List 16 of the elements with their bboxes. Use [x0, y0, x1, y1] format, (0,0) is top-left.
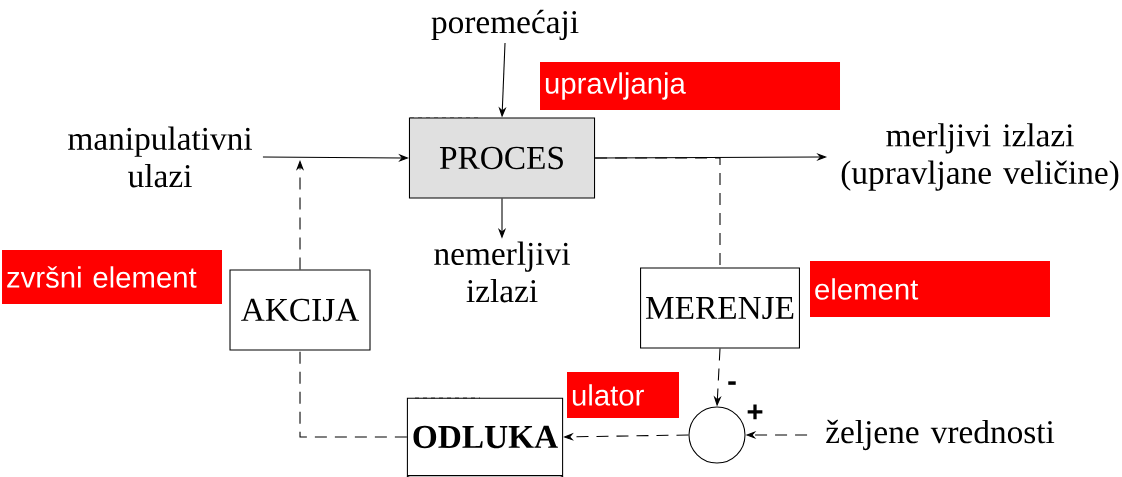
text-label: željene vrednosti: [826, 419, 1055, 451]
tag-label: zvršni element: [2, 250, 222, 304]
sign-label: -: [728, 381, 736, 385]
tag-label: ulator: [567, 372, 679, 418]
sign-label: +: [747, 404, 763, 420]
text-label: manipulativni ulazi: [68, 126, 252, 188]
block-box: AKCIJA: [229, 269, 371, 351]
text-label: nemerljivi izlazi: [434, 241, 570, 303]
block-box: MERENJE: [640, 267, 800, 349]
block-box: ODLUKA: [406, 397, 564, 477]
summing-circle: [688, 406, 746, 464]
process-box: PROCES: [408, 117, 596, 199]
tag-label: element: [810, 261, 1050, 317]
tag-label: upravljanja: [540, 62, 840, 110]
text-label: poremećaji: [431, 9, 579, 41]
text-label: merljivi izlazi (upravljane veličine): [841, 123, 1119, 191]
